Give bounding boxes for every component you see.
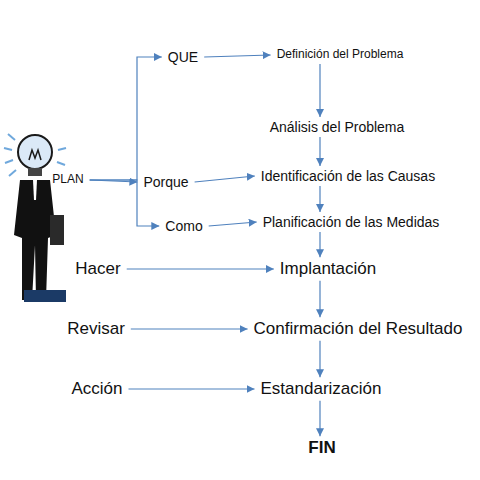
phase-label: Hacer (69, 257, 126, 281)
node-text: Revisar (67, 319, 125, 339)
node-text: Estandarización (261, 379, 382, 399)
phase-label: Revisar (61, 317, 131, 341)
node-text: FIN (308, 438, 335, 458)
flow-arrow (319, 281, 320, 317)
flow-arrow (319, 232, 320, 257)
lightbulb-person (4, 134, 66, 302)
node-text: QUE (168, 49, 198, 65)
node-text: Definición del Problema (277, 48, 404, 62)
node-text: Porque (143, 174, 188, 190)
question-label: Porque (137, 172, 194, 192)
flow-arrow (131, 328, 248, 329)
flow-arrow (129, 388, 255, 389)
step-text: Implantación (274, 257, 382, 281)
step-text: Estandarización (255, 377, 388, 401)
flow-arrow (319, 401, 320, 436)
node-text: Confirmación del Resultado (254, 319, 463, 339)
flow-arrow (204, 55, 270, 57)
flow-arrow (195, 176, 255, 182)
flow-arrow (319, 341, 320, 377)
node-text: Planificación de las Medidas (263, 214, 440, 230)
flow-arrow (319, 186, 320, 212)
node-text: Hacer (75, 259, 120, 279)
step-text: Análisis del Problema (264, 117, 411, 137)
flow-arrow (90, 180, 138, 182)
flow-arrow (319, 137, 320, 166)
step-text: Planificación de las Medidas (257, 212, 446, 232)
flow-arrow (127, 268, 274, 269)
node-text: Acción (71, 379, 122, 399)
step-text: Identificación de las Causas (255, 166, 441, 186)
phase-label: PLAN (46, 171, 89, 189)
question-label: Como (159, 216, 208, 236)
step-text: Confirmación del Resultado (248, 317, 469, 341)
flow-arrow (90, 57, 162, 180)
step-text: Definición del Problema (271, 46, 410, 64)
node-text: Implantación (280, 259, 376, 279)
question-label: QUE (162, 47, 204, 67)
flow-arrow (319, 64, 320, 117)
phase-label: Acción (65, 377, 128, 401)
node-text: Como (165, 218, 202, 234)
node-text: Identificación de las Causas (261, 168, 435, 184)
flow-arrow (209, 222, 257, 226)
node-text: PLAN (52, 173, 83, 187)
end-label: FIN (302, 436, 341, 460)
node-text: Análisis del Problema (270, 119, 405, 135)
